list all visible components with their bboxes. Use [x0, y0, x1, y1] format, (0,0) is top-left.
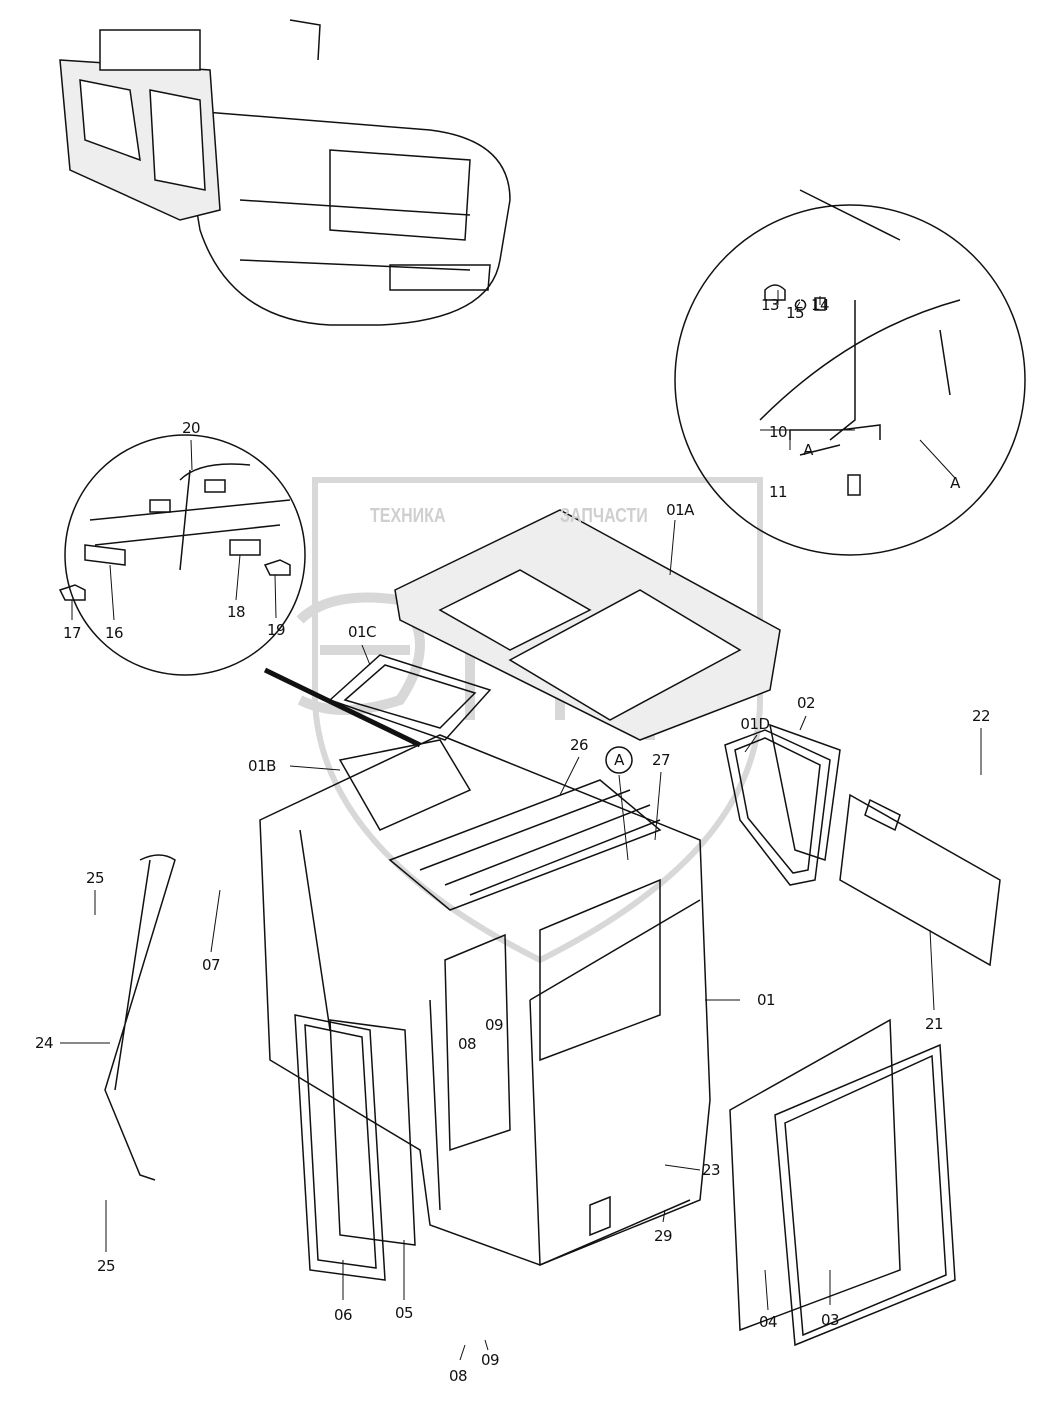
part-label: 25	[96, 1257, 116, 1275]
panel-21	[839, 793, 1001, 967]
part-label: 09	[484, 1016, 504, 1034]
part-label: 11	[768, 483, 788, 501]
part-label: A	[803, 441, 813, 459]
part-label: 22	[971, 707, 991, 725]
part-label: 01D	[740, 715, 770, 733]
part-label: 24	[34, 1034, 54, 1052]
part-label: 25	[85, 869, 105, 887]
part-label: 01A	[666, 501, 694, 519]
part-label: A	[614, 751, 624, 769]
part-label: 08	[457, 1035, 477, 1053]
part-label: 04	[758, 1313, 778, 1331]
part-label: 17	[62, 624, 82, 642]
part-label: 27	[651, 751, 671, 769]
window-02-01d	[724, 723, 841, 886]
part-label: A	[950, 474, 960, 492]
part-label: 01C	[347, 623, 377, 641]
leader-lines	[60, 290, 982, 1361]
cab-frame-01	[259, 734, 711, 1267]
handrail-24	[104, 854, 176, 1181]
part-label: 16	[104, 624, 124, 642]
part-label: 08	[448, 1367, 468, 1385]
roof-liner-01a	[394, 509, 781, 741]
part-label: 15	[785, 304, 805, 322]
part-label: 20	[181, 419, 201, 437]
part-label: 14	[810, 296, 830, 314]
part-label: 13	[760, 296, 780, 314]
watermark-left-text: ТЕХНИКА	[370, 505, 446, 527]
part-label: 19	[266, 621, 286, 639]
part-label: 09	[480, 1351, 500, 1369]
part-label: 05	[394, 1304, 414, 1322]
excavator-overview	[59, 19, 511, 326]
window-05-06	[294, 1014, 416, 1281]
part-label: 10	[768, 423, 788, 441]
window-03-04	[729, 1018, 956, 1347]
detail-left-drawing	[58, 434, 422, 748]
part-label: 18	[226, 603, 246, 621]
roof-seal-01c	[328, 654, 492, 741]
part-label: 23	[701, 1161, 721, 1179]
part-label: 01	[756, 991, 776, 1009]
part-label: 02	[796, 694, 816, 712]
part-label: 01B	[248, 757, 276, 775]
part-label: 06	[333, 1306, 353, 1324]
detail-a-drawing	[674, 189, 1026, 556]
part-label: 21	[924, 1015, 944, 1033]
part-label: 29	[653, 1227, 673, 1245]
part-label: 26	[569, 736, 589, 754]
part-label: 07	[201, 956, 221, 974]
watermark-right-text: ЗАПЧАСТИ	[560, 505, 648, 527]
part-label: 03	[820, 1311, 840, 1329]
callout-a-circle	[605, 746, 633, 774]
